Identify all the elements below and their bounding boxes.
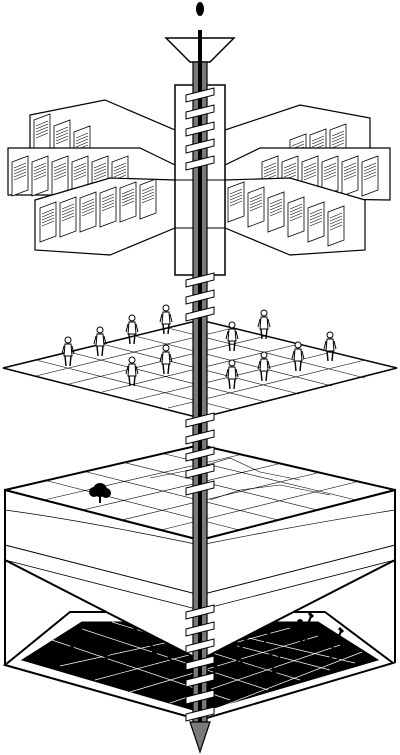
tree-icon (89, 483, 111, 503)
screw-icon (164, 2, 236, 754)
